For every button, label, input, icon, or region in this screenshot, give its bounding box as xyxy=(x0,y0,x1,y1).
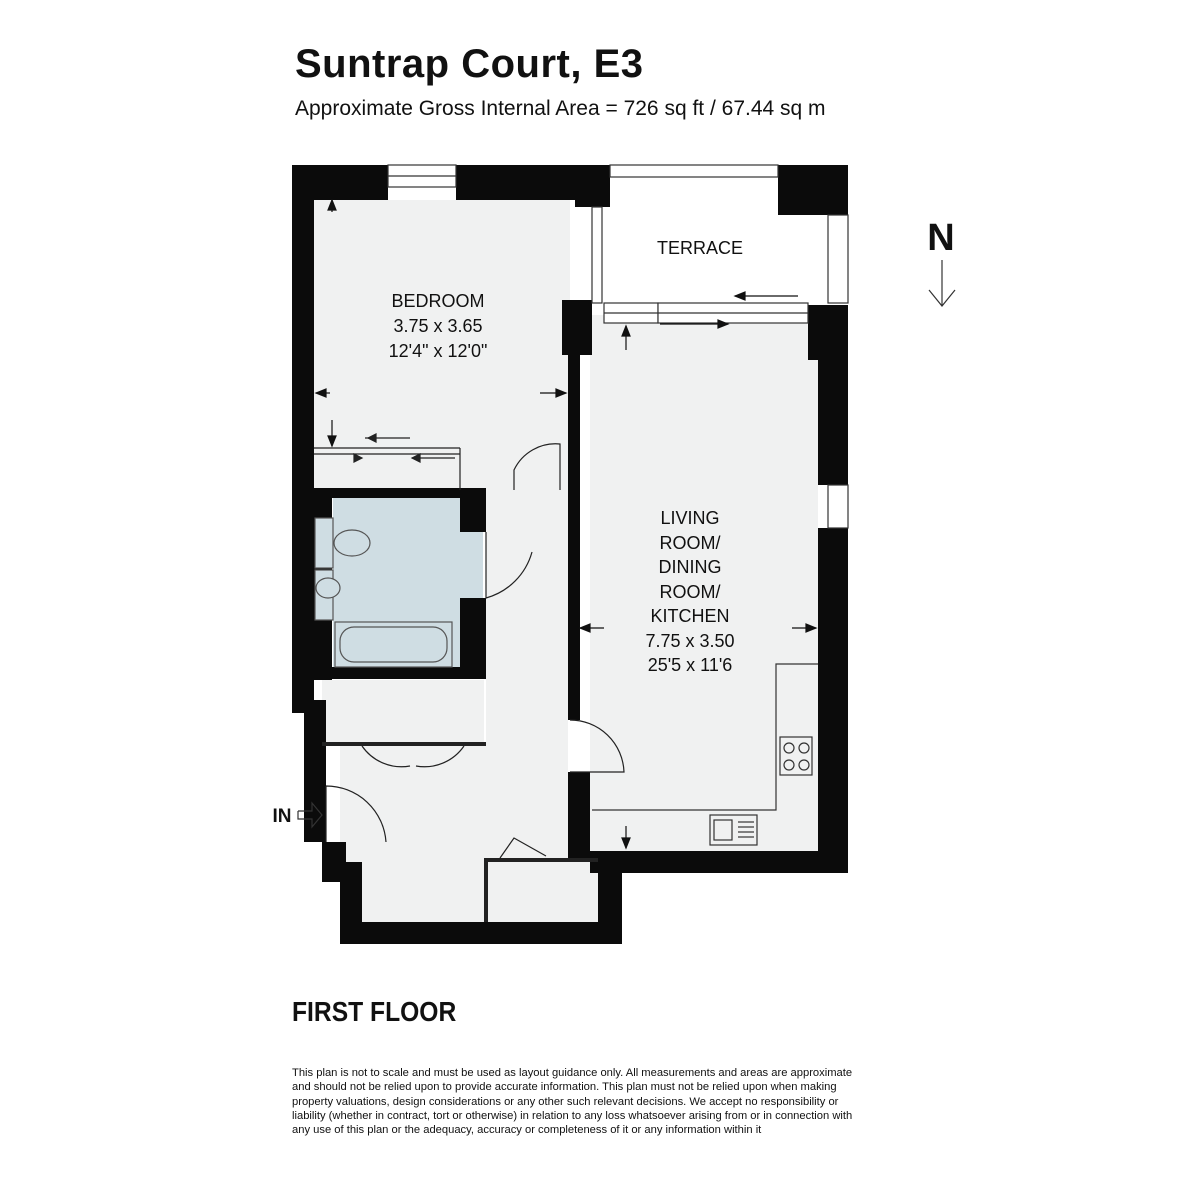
window-terrace-west xyxy=(591,206,603,304)
window-terrace-east xyxy=(827,214,849,304)
living-label-line: ROOM/ xyxy=(660,582,721,602)
door-entrance-swing xyxy=(325,785,387,843)
bedroom-label: BEDROOM xyxy=(391,291,484,311)
living-metric: 7.75 x 3.50 xyxy=(645,631,734,651)
plan-title: Suntrap Court, E3 xyxy=(295,42,644,86)
terrace-label: TERRACE xyxy=(657,238,743,258)
gross-internal-area: Approximate Gross Internal Area = 726 sq… xyxy=(295,97,826,120)
walls xyxy=(292,165,848,944)
bedroom-floor xyxy=(312,200,570,490)
wall-store-left xyxy=(484,858,488,922)
living-label-line: LIVING xyxy=(660,508,719,528)
door-cupboard-right xyxy=(415,745,465,768)
wall-south xyxy=(340,922,622,944)
wall-bedroom-bath xyxy=(312,488,486,498)
wall-cupboard-bottom xyxy=(322,742,486,746)
floor-label: FIRST FLOOR xyxy=(292,996,457,1027)
wall-west-lower xyxy=(304,700,326,842)
entrance-label: IN xyxy=(273,806,292,827)
toilet-bowl xyxy=(333,529,371,557)
door-bedroom-swing xyxy=(513,443,561,490)
disclaimer-text: This plan is not to scale and must be us… xyxy=(292,1067,853,1137)
door-bathroom-swing xyxy=(485,532,533,599)
wall-partition-living-lower xyxy=(568,772,590,862)
wall-east-lower xyxy=(818,528,848,873)
dimension-arrows xyxy=(314,198,818,850)
bedroom-wardrobe xyxy=(314,433,461,490)
door-living-swing xyxy=(569,719,625,773)
living-label-line: ROOM/ xyxy=(660,533,721,553)
doors xyxy=(325,443,625,859)
wall-terrace-divider xyxy=(562,300,592,355)
north-arrow-icon xyxy=(928,260,956,307)
entrance-arrow-icon xyxy=(297,801,323,829)
door-cupboard-left xyxy=(361,745,411,768)
kitchen-units xyxy=(592,663,818,846)
living-imperial: 25'5 x 11'6 xyxy=(648,655,733,675)
wall-west-upper xyxy=(292,165,314,713)
living-label-line: DINING xyxy=(659,557,722,577)
wall-bedroom-corner xyxy=(575,165,610,207)
door-store-swing xyxy=(499,837,547,859)
wall-terrace-ne xyxy=(778,165,848,215)
wall-partition-bed-living xyxy=(568,300,580,720)
wall-bath-bottom xyxy=(312,667,486,679)
windows xyxy=(387,164,849,529)
wall-east-short xyxy=(808,305,828,360)
wall-store-top xyxy=(486,858,598,862)
window-living-east xyxy=(827,484,849,529)
toilet-cistern xyxy=(314,517,334,569)
bedroom-metric: 3.75 x 3.65 xyxy=(393,316,482,336)
hob xyxy=(779,736,813,776)
window-terrace-top xyxy=(609,164,779,178)
wall-north-bedroom-right xyxy=(456,165,582,200)
sink xyxy=(709,814,758,846)
store-floor xyxy=(486,862,598,922)
cupboard-floor xyxy=(322,680,484,744)
basin xyxy=(315,577,341,599)
wall-south-living xyxy=(590,851,848,873)
bedroom-imperial: 12'4" x 12'0" xyxy=(389,341,488,361)
living-label-line: KITCHEN xyxy=(650,606,729,626)
wall-bath-right-lower xyxy=(460,598,486,678)
wall-bath-right xyxy=(460,490,486,532)
compass-label: N xyxy=(927,217,954,259)
bathroom-fixtures xyxy=(314,517,453,668)
